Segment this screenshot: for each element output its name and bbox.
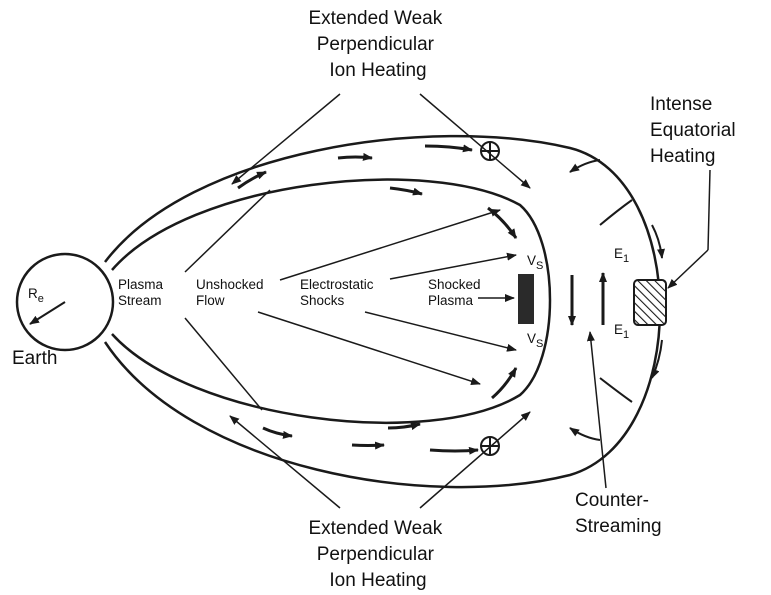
flow-arrow-inner-top-mid — [389, 186, 423, 196]
flow-arrow-outer-bottom-mid — [351, 441, 385, 450]
leader-top-heating-left — [231, 93, 341, 185]
leader-electrostatic-up — [389, 252, 517, 280]
plasma-stream-label: Plasma Stream — [118, 277, 167, 308]
equatorial-heating-label: Intense Equatorial Heating — [650, 94, 741, 167]
flow-arrow-outer-top-mid — [337, 152, 373, 161]
e1-bottom-label: E1 — [614, 322, 629, 341]
return-flow-top — [569, 159, 601, 173]
leader-electrostatic-down — [364, 311, 517, 352]
leader-plasma-stream-down — [184, 317, 263, 411]
return-flow-upper — [599, 199, 633, 226]
leader-equatorial-end — [667, 249, 709, 289]
leader-top-heating-right — [419, 93, 531, 189]
flow-arrow-inner-bottom-mid — [387, 422, 421, 431]
leader-bottom-heating-right — [419, 411, 531, 509]
flow-arrow-outer-top-left — [237, 170, 267, 190]
leader-counter-streaming — [586, 331, 607, 489]
inner-field-line — [111, 178, 552, 424]
circle-plus-icon — [480, 141, 500, 161]
earth-label: Earth — [12, 348, 57, 369]
flow-arrow-right-lower — [651, 339, 663, 379]
earth-radius-arrow — [29, 301, 66, 325]
leader-unshocked-up — [279, 208, 501, 281]
vs-top-label: VS — [527, 253, 543, 272]
flow-arrow-inner-bottom-right — [491, 367, 518, 400]
counter-streaming-label: Counter- Streaming — [575, 490, 662, 537]
shocked-plasma-label: Shocked Plasma — [428, 277, 484, 308]
electrostatic-shocks-label: Electrostatic Shocks — [300, 277, 377, 308]
leader-unshocked-down — [257, 311, 481, 386]
outer-field-line — [103, 134, 662, 489]
return-flow-bottom — [569, 427, 601, 441]
top-heating-label: Extended Weak Perpendicular Ion Heating — [308, 8, 447, 81]
earth-radius-label: Re — [28, 286, 44, 305]
hatched-heating-region-icon — [633, 279, 667, 326]
leader-bottom-heating-left — [229, 415, 341, 509]
unshocked-flow-label: Unshocked Flow — [196, 277, 267, 308]
flow-arrow-right-upper — [651, 224, 665, 259]
bottom-heating-label: Extended Weak Perpendicular Ion Heating — [308, 518, 447, 591]
flow-arrow-outer-bottom-left — [262, 426, 293, 439]
flow-arrow-outer-bottom-right — [429, 446, 479, 455]
flow-arrow-outer-top-right — [424, 144, 473, 153]
return-flow-lower — [599, 377, 633, 403]
vs-bottom-label: VS — [527, 331, 543, 350]
leader-plasma-stream-up — [184, 189, 271, 273]
shocked-plasma-block — [518, 274, 534, 324]
leader-equatorial — [707, 169, 711, 251]
e1-top-label: E1 — [614, 246, 629, 265]
